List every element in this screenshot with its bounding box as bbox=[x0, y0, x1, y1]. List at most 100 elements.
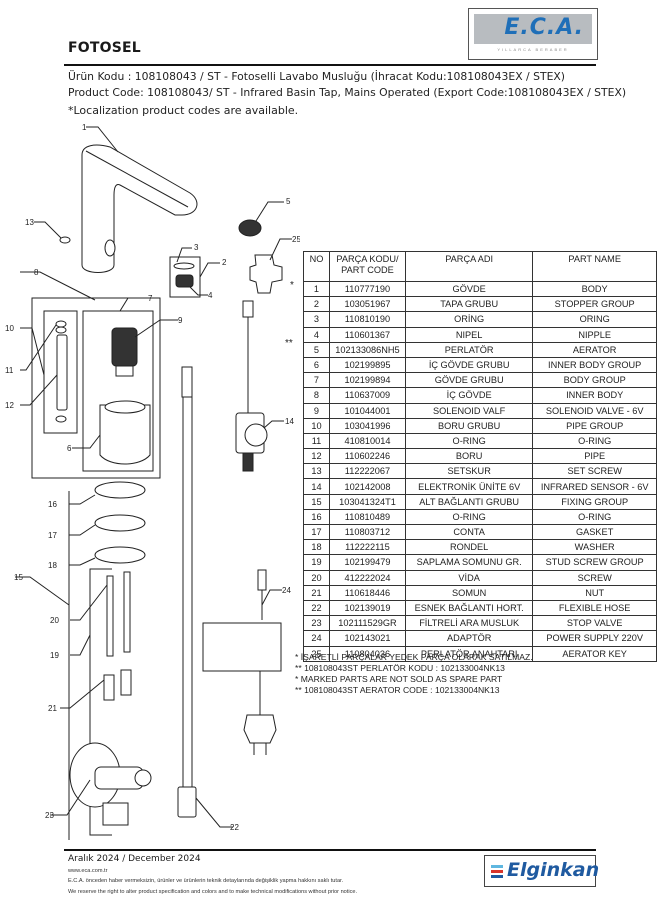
cell-tr: NIPEL bbox=[404, 326, 534, 343]
part-screw-20a bbox=[106, 575, 114, 657]
cell-no: 9 bbox=[303, 402, 330, 419]
cell-no: 14 bbox=[303, 478, 330, 495]
part-nut-21a bbox=[103, 674, 115, 701]
cell-no: 10 bbox=[303, 417, 330, 434]
product-line-tr: Ürün Kodu : 108108043 / ST - Fotoselli L… bbox=[68, 70, 566, 83]
col-header-no: NO bbox=[303, 251, 330, 282]
cell-tr: İÇ GÖVDE GRUBU bbox=[404, 356, 534, 374]
cell-no: 2 bbox=[303, 296, 330, 313]
leader-23 bbox=[50, 779, 91, 816]
stop-valve-knob bbox=[134, 769, 152, 787]
cell-code: 110602246 bbox=[328, 448, 406, 465]
part-gasket bbox=[94, 514, 146, 532]
cell-tr: RONDEL bbox=[404, 539, 534, 556]
cell-code: 112222067 bbox=[328, 463, 406, 480]
exploded-parts-diagram: 1 13 5 3 2 4 25 8 7 10 11 12 9 6 bbox=[5, 123, 300, 840]
cell-en: INFRARED SENSOR - 6V bbox=[532, 478, 657, 495]
cell-tr: ELEKTRONİK ÜNİTE 6V bbox=[404, 478, 534, 495]
part-nipple bbox=[175, 274, 194, 288]
callout-13: 13 bbox=[25, 218, 34, 227]
elginkan-logo: Elginkan bbox=[484, 855, 599, 887]
cell-code: 102143021 bbox=[328, 630, 406, 647]
callout-18: 18 bbox=[48, 561, 57, 570]
footer-website[interactable]: www.eca.com.tr bbox=[68, 868, 108, 874]
cell-en: INNER BODY GROUP bbox=[532, 356, 657, 374]
part-oring-11c bbox=[55, 415, 67, 423]
logo-bar bbox=[491, 870, 503, 873]
power-plug bbox=[243, 714, 277, 744]
cell-en: AERATOR KEY bbox=[532, 645, 657, 662]
leader-24 bbox=[261, 589, 282, 606]
cell-no: 8 bbox=[303, 387, 330, 404]
callout-7: 7 bbox=[148, 294, 153, 303]
cell-tr: SOMUN bbox=[404, 584, 534, 601]
cell-en: POWER SUPPLY 220V bbox=[532, 630, 657, 647]
logo-bar bbox=[491, 875, 503, 878]
callout-10: 10 bbox=[5, 324, 14, 333]
part-oring-11b bbox=[55, 326, 67, 334]
leader-19 bbox=[70, 634, 91, 656]
col-header-code-line2: PART CODE bbox=[341, 265, 394, 275]
callout-1: 1 bbox=[82, 123, 87, 132]
eca-logo-band: E.C.A. bbox=[474, 14, 592, 44]
cell-en: SCREW bbox=[532, 569, 657, 586]
cell-tr: PERLATÖR bbox=[404, 341, 534, 358]
footer-divider bbox=[64, 849, 596, 851]
cell-tr: ESNEK BAĞLANTI HORT. bbox=[404, 599, 534, 617]
callout-17: 17 bbox=[48, 531, 57, 540]
callout-12: 12 bbox=[5, 401, 14, 410]
cell-code: 102133086NH5 bbox=[328, 341, 406, 358]
footer-date: Aralık 2024 / December 2024 bbox=[68, 854, 201, 864]
note-line: * İŞARETLİ PARÇALAR YEDEK PARÇA OLARAK S… bbox=[295, 652, 533, 662]
callout-6: 6 bbox=[67, 444, 72, 453]
localization-note: *Localization product codes are availabl… bbox=[68, 104, 299, 117]
callout-2: 2 bbox=[222, 258, 227, 267]
cell-code: 110601367 bbox=[328, 326, 406, 343]
cell-tr: SOLENOID VALF bbox=[404, 402, 534, 419]
hose-nut bbox=[177, 786, 197, 818]
cell-tr: FİLTRELİ ARA MUSLUK bbox=[404, 615, 534, 632]
col-header-code: PARÇA KODU/PART CODE bbox=[328, 251, 406, 282]
cell-code: 410810014 bbox=[328, 432, 406, 450]
cell-code: 103041324T1 bbox=[328, 493, 406, 510]
cell-code: 102199479 bbox=[328, 554, 406, 571]
cell-en: AERATOR bbox=[532, 341, 657, 358]
cell-en: O-RING bbox=[532, 432, 657, 450]
footer-disclaimer-tr: E.C.A. önceden haber vermeksizin, ürünle… bbox=[68, 878, 344, 884]
callout-3: 3 bbox=[194, 243, 199, 252]
cell-code: 101044001 bbox=[328, 402, 406, 419]
eca-logo: E.C.A. YILLARCA BERABER bbox=[468, 8, 598, 60]
leader-1 bbox=[86, 126, 119, 153]
leader-21 bbox=[60, 679, 105, 709]
part-aerator bbox=[238, 219, 262, 237]
cell-no: 13 bbox=[303, 463, 330, 480]
cell-en: PIPE GROUP bbox=[532, 417, 657, 434]
cell-no: 17 bbox=[303, 523, 330, 541]
cell-tr: O-RING bbox=[404, 432, 534, 450]
header-divider bbox=[64, 64, 596, 66]
part-washer bbox=[94, 546, 146, 564]
cell-no: 20 bbox=[303, 569, 330, 586]
leader-11 bbox=[20, 324, 57, 371]
leader-16 bbox=[69, 494, 96, 505]
leader-14 bbox=[263, 420, 284, 429]
part-inner-body bbox=[99, 404, 151, 465]
note-line: * MARKED PARTS ARE NOT SOLD AS SPARE PAR… bbox=[295, 674, 503, 684]
elginkan-logo-mark bbox=[491, 865, 503, 880]
part-inner-body-top bbox=[104, 400, 146, 414]
cell-code: 103041996 bbox=[328, 417, 406, 434]
cell-tr: TAPA GRUBU bbox=[404, 296, 534, 313]
part-oring-3 bbox=[173, 262, 195, 270]
